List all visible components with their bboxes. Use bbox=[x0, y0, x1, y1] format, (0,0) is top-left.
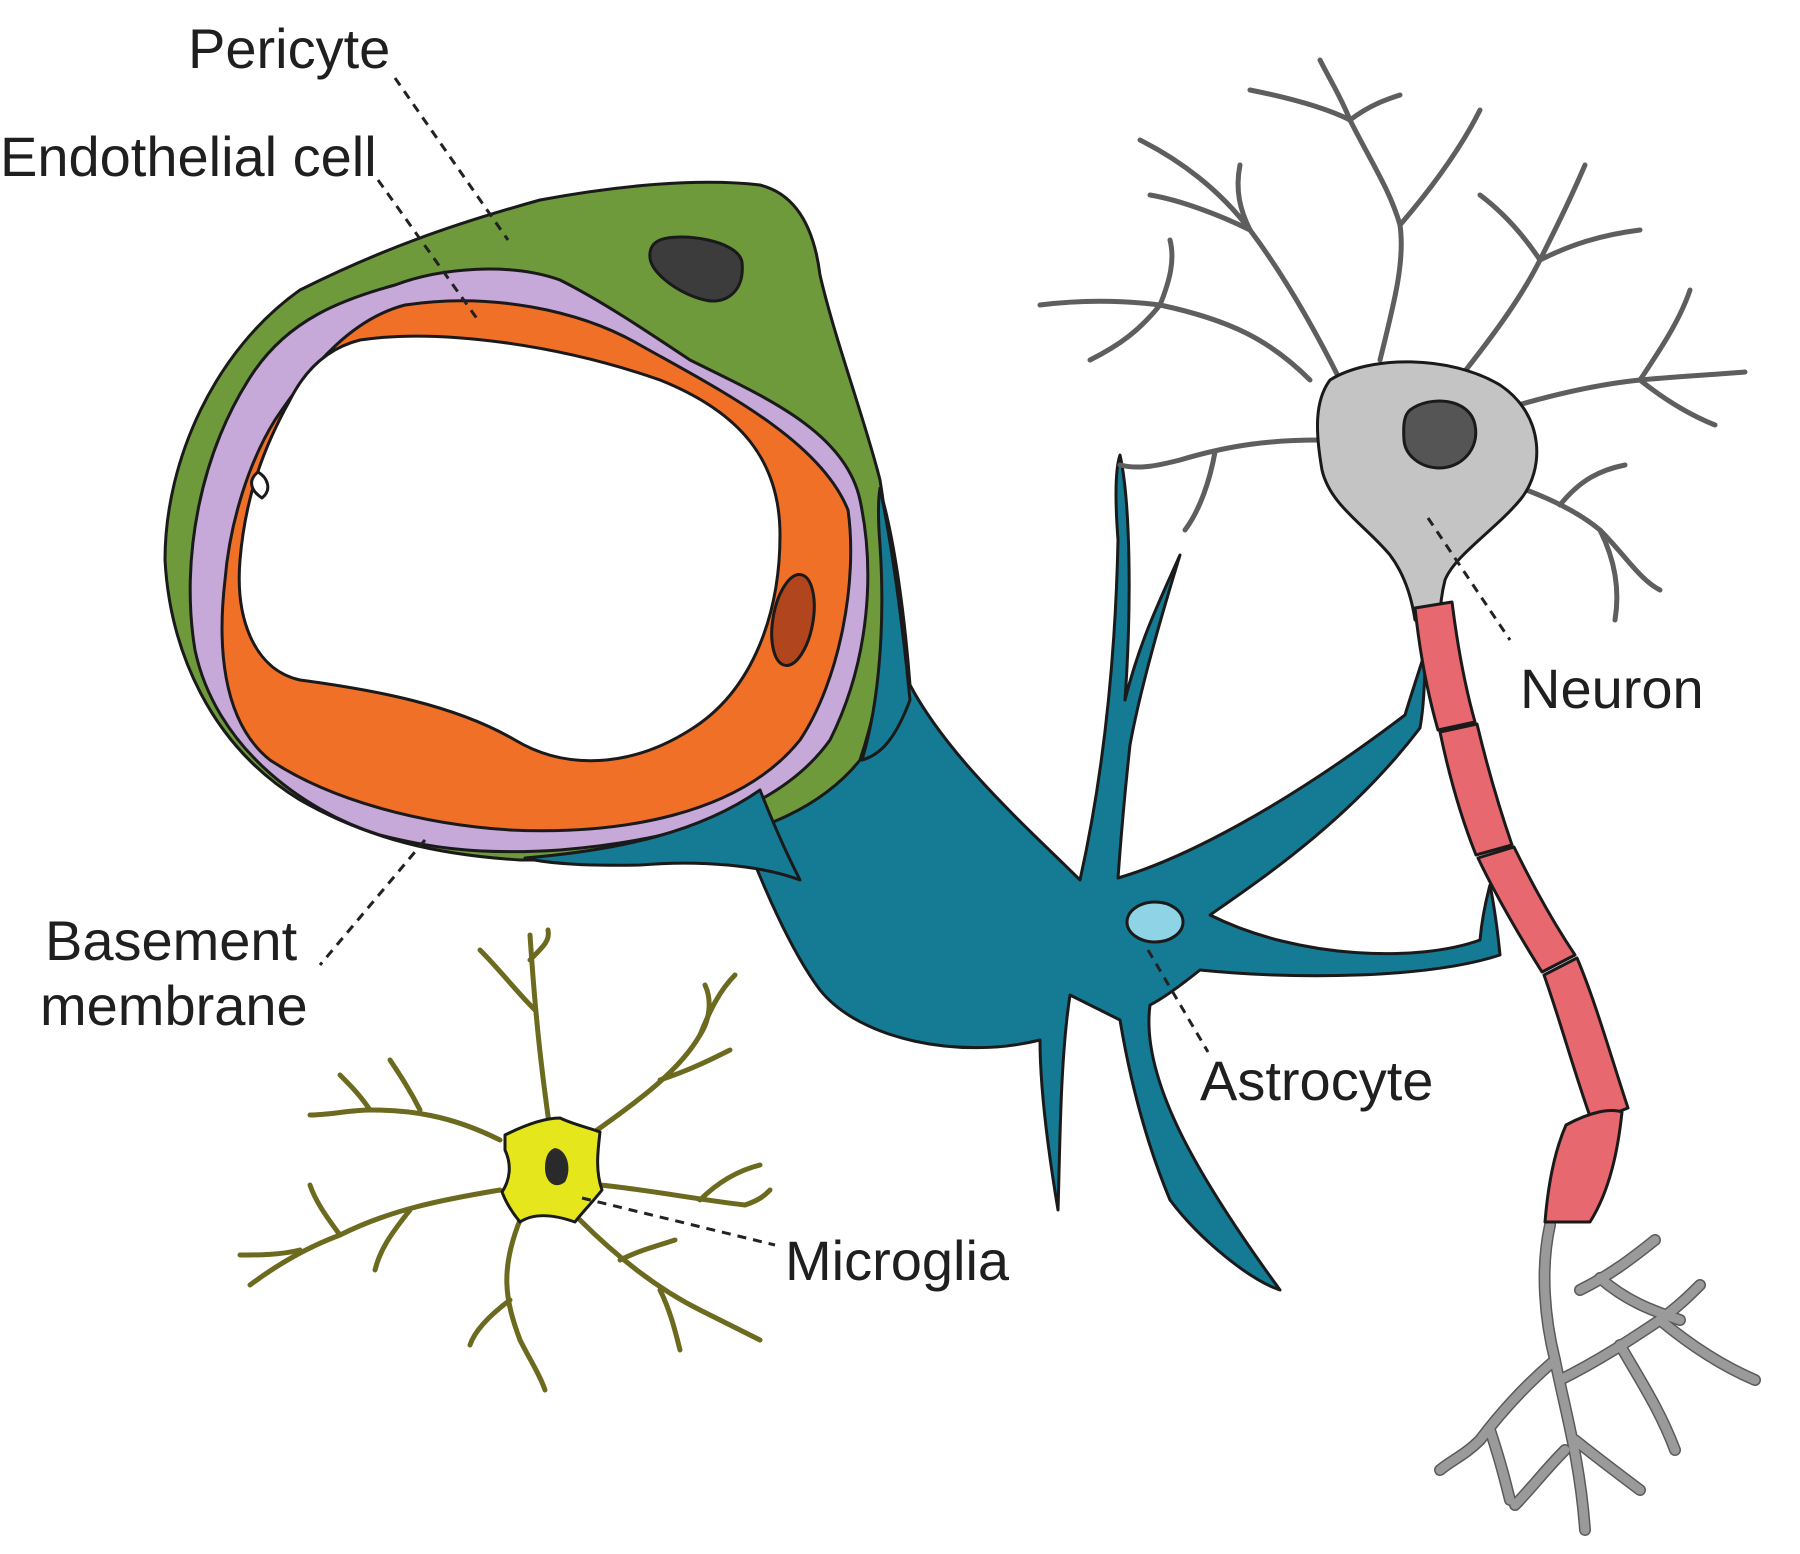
myelin-sheath bbox=[1413, 600, 1630, 1224]
label-astrocyte: Astrocyte bbox=[1200, 1049, 1433, 1112]
astrocyte-body bbox=[523, 453, 1502, 1292]
neuron-nucleus bbox=[1402, 399, 1478, 470]
endothelial-junction bbox=[250, 470, 270, 500]
myelin-segment bbox=[1542, 956, 1630, 1124]
microglia-nucleus bbox=[545, 1148, 569, 1186]
pericyte-nucleus bbox=[648, 235, 744, 303]
endothelial-nucleus bbox=[770, 573, 816, 667]
neuron bbox=[1037, 57, 1761, 1536]
astrocyte-nucleus bbox=[1125, 900, 1185, 944]
blood-vessel bbox=[163, 180, 890, 862]
neuron-dendrites bbox=[1037, 57, 1748, 623]
astrocyte-endfoot-upper bbox=[860, 486, 912, 762]
axon-terminals bbox=[1434, 1219, 1761, 1536]
myelin-segment bbox=[1413, 600, 1477, 732]
astrocyte-endfoot-lower bbox=[523, 788, 802, 882]
myelin-segment bbox=[1543, 1109, 1624, 1224]
neuron-soma bbox=[1315, 360, 1539, 622]
myelin-segment bbox=[1476, 845, 1577, 974]
label-basement-membrane-line1: Basement bbox=[45, 909, 298, 972]
label-microglia: Microglia bbox=[785, 1229, 1010, 1292]
microglia-processes bbox=[237, 927, 773, 1393]
microglia bbox=[237, 927, 776, 1393]
label-neuron: Neuron bbox=[1520, 657, 1704, 720]
astrocyte bbox=[523, 453, 1502, 1292]
label-basement-membrane-line2: membrane bbox=[40, 974, 308, 1037]
vessel-lumen bbox=[237, 334, 782, 763]
myelin-segment bbox=[1438, 722, 1514, 857]
label-endothelial-cell: Endothelial cell bbox=[0, 125, 377, 188]
label-pericyte: Pericyte bbox=[188, 17, 390, 80]
